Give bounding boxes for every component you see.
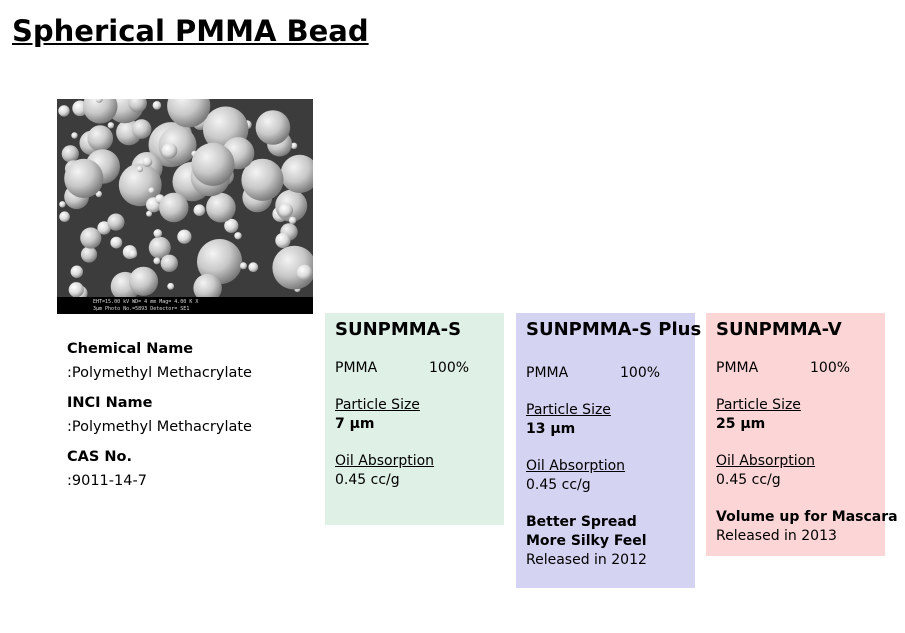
bead-sphere (206, 192, 236, 223)
bead-sphere (107, 213, 125, 231)
chemical-info: Chemical Name :Polymethyl Methacrylate I… (67, 337, 252, 499)
bead-sphere (193, 273, 222, 303)
bead-sphere (177, 229, 192, 244)
composition-row: PMMA 100% (526, 365, 685, 384)
product-title: SUNPMMA-S Plus (526, 319, 702, 340)
oil-absorption-value: 0.45 cc/g (335, 472, 400, 488)
bead-sphere (224, 218, 239, 233)
cas-number-value: :9011-14-7 (67, 473, 147, 489)
material-label: PMMA (716, 360, 759, 376)
bead-sphere (191, 142, 235, 186)
bead-sphere (142, 156, 153, 167)
bead-sphere (278, 203, 293, 218)
sem-caption-line2: 3μm Photo No.=5893 Detector= SE1 (93, 306, 189, 312)
bead-sphere (280, 154, 313, 193)
bead-sphere (153, 229, 163, 238)
bead-sphere (197, 239, 243, 285)
bead-sphere (64, 158, 104, 198)
bead-sphere (131, 119, 152, 139)
cas-number-label: CAS No. (67, 449, 132, 465)
bead-sphere (193, 204, 206, 216)
product-card-sunpmma-s-plus: SUNPMMA-S Plus PMMA 100% Particle Size 1… (516, 313, 702, 588)
bead-sphere (148, 236, 171, 259)
particle-size-label: Particle Size (716, 397, 801, 413)
product-card-sunpmma-s: SUNPMMA-S PMMA 100% Particle Size 7 μm O… (325, 313, 504, 525)
material-percent: 100% (620, 365, 661, 381)
bead-sphere (152, 101, 162, 110)
bead-sphere (136, 166, 143, 173)
bead-sphere (128, 249, 138, 259)
oil-absorption-value: 0.45 cc/g (526, 477, 591, 493)
bead-sphere (82, 99, 118, 124)
sem-micrograph-image: EHT=15.00 kV WD= 4 mm Mag= 4.00 K X 3μm … (57, 99, 313, 314)
product-card-sunpmma-v: SUNPMMA-V PMMA 100% Particle Size 25 μm … (706, 313, 898, 556)
bead-sphere (107, 122, 115, 129)
product-title: SUNPMMA-V (716, 319, 842, 340)
material-label: PMMA (526, 365, 569, 381)
bead-sphere (80, 227, 102, 249)
bead-sphere (240, 262, 247, 270)
chemical-name-value: :Polymethyl Methacrylate (67, 365, 252, 381)
particle-size-value: 7 μm (335, 416, 375, 432)
bead-sphere (288, 216, 297, 225)
composition-row: PMMA 100% (335, 360, 494, 379)
oil-absorption-label: Oil Absorption (526, 458, 626, 474)
bead-sphere (97, 221, 111, 235)
bead-sphere (167, 282, 175, 290)
bead-sphere (161, 143, 178, 159)
bead-sphere (241, 158, 284, 201)
inci-name-value: :Polymethyl Methacrylate (67, 419, 252, 435)
particle-size-label: Particle Size (526, 402, 611, 418)
material-percent: 100% (810, 360, 851, 376)
feature-line: Better Spread (526, 514, 637, 530)
bead-sphere (160, 254, 178, 272)
chemical-name-label: Chemical Name (67, 341, 194, 357)
bead-sphere (159, 192, 189, 223)
oil-absorption-label: Oil Absorption (716, 453, 816, 469)
bead-sphere (59, 201, 66, 208)
material-label: PMMA (335, 360, 378, 376)
bead-sphere (71, 132, 78, 139)
bead-sphere (255, 110, 291, 145)
bead-sphere (128, 266, 159, 296)
particle-size-label: Particle Size (335, 397, 420, 413)
bead-sphere (167, 99, 211, 128)
page-title: Spherical PMMA Bead (12, 14, 369, 48)
release-year: Released in 2012 (526, 552, 647, 568)
bead-sphere (95, 99, 103, 103)
bead-sphere (68, 282, 84, 298)
feature-line: More Silky Feel (526, 533, 647, 549)
bead-sphere (153, 257, 161, 265)
bead-sphere (59, 211, 70, 222)
material-percent: 100% (429, 360, 470, 376)
release-year: Released in 2013 (716, 528, 837, 544)
bead-sphere (248, 262, 259, 273)
bead-sphere (61, 145, 79, 163)
bead-sphere (146, 210, 153, 217)
feature-line: Volume up for Mascara (716, 509, 898, 525)
bead-sphere (148, 187, 155, 194)
sem-caption-line1: EHT=15.00 kV WD= 4 mm Mag= 4.00 K X (93, 299, 198, 305)
bead-sphere (80, 246, 98, 263)
particle-size-value: 25 μm (716, 416, 766, 432)
bead-sphere (128, 99, 147, 113)
product-title: SUNPMMA-S (335, 319, 462, 340)
bead-sphere (234, 232, 242, 240)
bead-sphere (70, 265, 83, 278)
composition-row: PMMA 100% (716, 360, 875, 379)
bead-sphere (110, 236, 123, 249)
oil-absorption-value: 0.45 cc/g (716, 472, 781, 488)
inci-name-label: INCI Name (67, 395, 153, 411)
bead-sphere (296, 264, 313, 281)
bead-sphere (118, 163, 162, 207)
bead-sphere (275, 232, 291, 249)
bead-sphere (290, 142, 298, 149)
bead-sphere (87, 125, 114, 152)
particle-size-value: 13 μm (526, 421, 576, 437)
oil-absorption-label: Oil Absorption (335, 453, 435, 469)
bead-sphere (58, 105, 70, 117)
